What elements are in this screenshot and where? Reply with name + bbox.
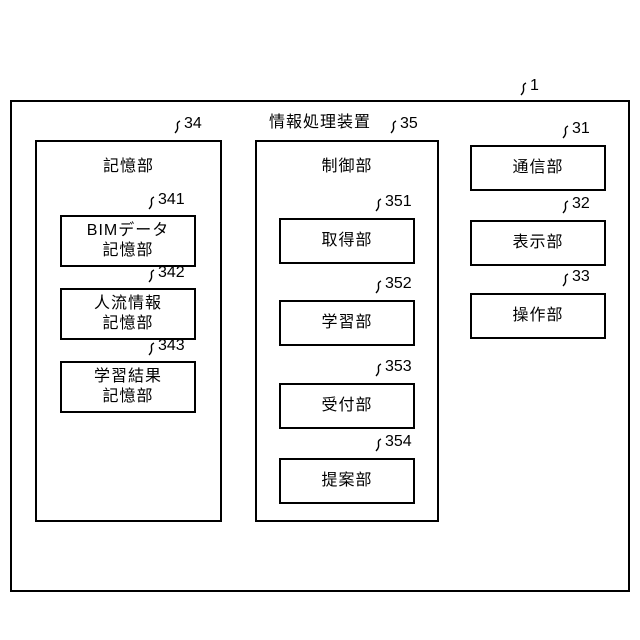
ref-number: 35 [400,115,418,132]
acquisition-unit-box: 取得部 [279,218,415,264]
control-unit-label: 制御部 [321,158,373,175]
ref-number: 33 [572,268,590,285]
ref-number: 32 [572,195,590,212]
ref-number: 351 [385,193,412,210]
ref-number: 354 [385,433,412,450]
ref-label-343: 343 [146,337,185,358]
proposal-unit-label: 提案部 [321,472,373,489]
lead-line-icon [148,269,155,283]
ref-number: 352 [385,275,412,292]
ref-number: 34 [184,115,202,132]
lead-line-icon [148,342,155,356]
learning-result-storage-label: 学習結果 記憶部 [93,368,162,405]
operation-unit-label: 操作部 [512,307,564,324]
learning-unit-label: 学習部 [321,314,373,331]
lead-line-icon [375,438,382,452]
lead-line-icon [390,120,397,134]
ref-label-351: 351 [373,193,412,214]
learning-result-storage-box: 学習結果 記憶部 [60,361,196,413]
ref-label-33: 33 [560,268,590,289]
ref-label-32: 32 [560,195,590,216]
communication-unit-box: 通信部 [470,145,606,191]
reception-unit-label: 受付部 [321,397,373,414]
ref-label-1: 1 [518,77,539,98]
lead-line-icon [562,125,569,139]
bim-data-storage-label: BIMデータ 記憶部 [86,222,170,259]
ref-label-34: 34 [172,115,202,136]
storage-unit-label: 記憶部 [102,158,154,175]
lead-line-icon [562,273,569,287]
people-flow-storage-box: 人流情報 記憶部 [60,288,196,340]
ref-label-35: 35 [388,115,418,136]
ref-number: 353 [385,358,412,375]
ref-number: 1 [530,77,539,94]
lead-line-icon [174,120,181,134]
lead-line-icon [375,198,382,212]
learning-unit-box: 学習部 [279,300,415,346]
lead-line-icon [375,280,382,294]
ref-label-354: 354 [373,433,412,454]
ref-number: 341 [158,191,185,208]
display-unit-label: 表示部 [512,234,564,251]
ref-number: 343 [158,337,185,354]
ref-number: 342 [158,264,185,281]
ref-label-353: 353 [373,358,412,379]
bim-data-storage-box: BIMデータ 記憶部 [60,215,196,267]
communication-unit-label: 通信部 [512,159,564,176]
people-flow-storage-label: 人流情報 記憶部 [93,295,162,332]
ref-label-31: 31 [560,120,590,141]
ref-label-352: 352 [373,275,412,296]
display-unit-box: 表示部 [470,220,606,266]
lead-line-icon [148,196,155,210]
operation-unit-box: 操作部 [470,293,606,339]
device-title: 情報処理装置 [268,114,371,131]
lead-line-icon [562,200,569,214]
ref-number: 31 [572,120,590,137]
proposal-unit-box: 提案部 [279,458,415,504]
lead-line-icon [375,363,382,377]
ref-label-342: 342 [146,264,185,285]
lead-line-icon [520,82,527,96]
reception-unit-box: 受付部 [279,383,415,429]
acquisition-unit-label: 取得部 [321,232,373,249]
ref-label-341: 341 [146,191,185,212]
